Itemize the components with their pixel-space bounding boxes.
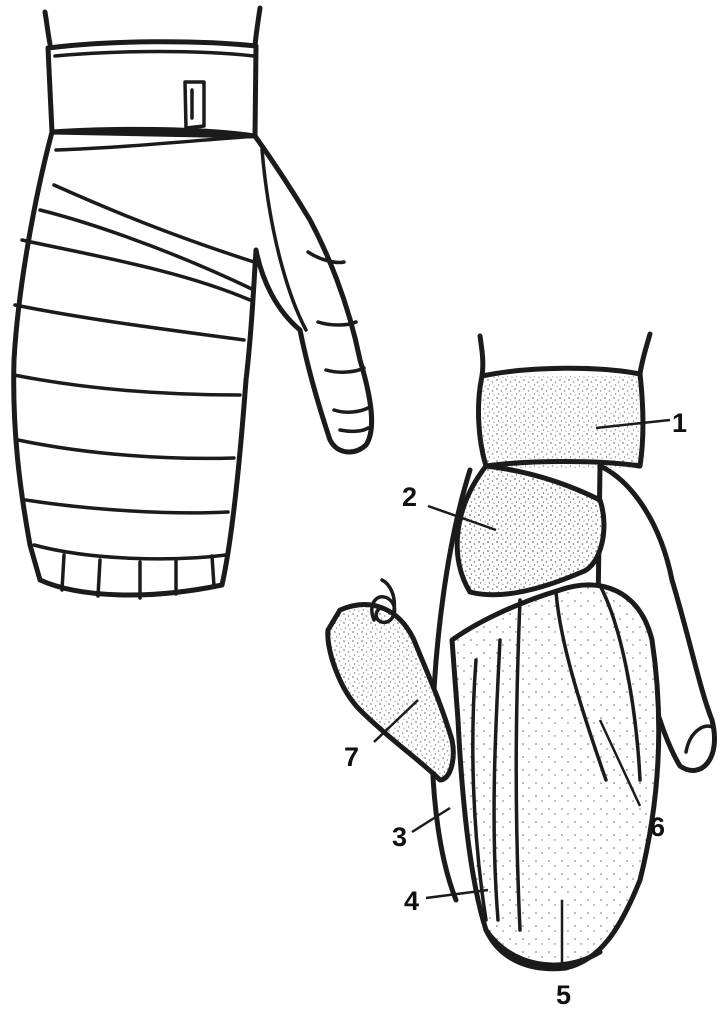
label-2: 2 — [402, 482, 417, 512]
bandaging-in-progress — [328, 334, 715, 970]
label-4: 4 — [404, 886, 419, 916]
label-1: 1 — [672, 408, 687, 438]
label-7: 7 — [344, 742, 359, 772]
wrist-fixing-turn — [48, 42, 256, 136]
label-6: 6 — [650, 812, 665, 842]
bandaged-hand-complete — [14, 8, 372, 598]
label-5: 5 — [556, 980, 571, 1010]
hand-outline — [14, 132, 372, 595]
label-3: 3 — [392, 822, 407, 852]
